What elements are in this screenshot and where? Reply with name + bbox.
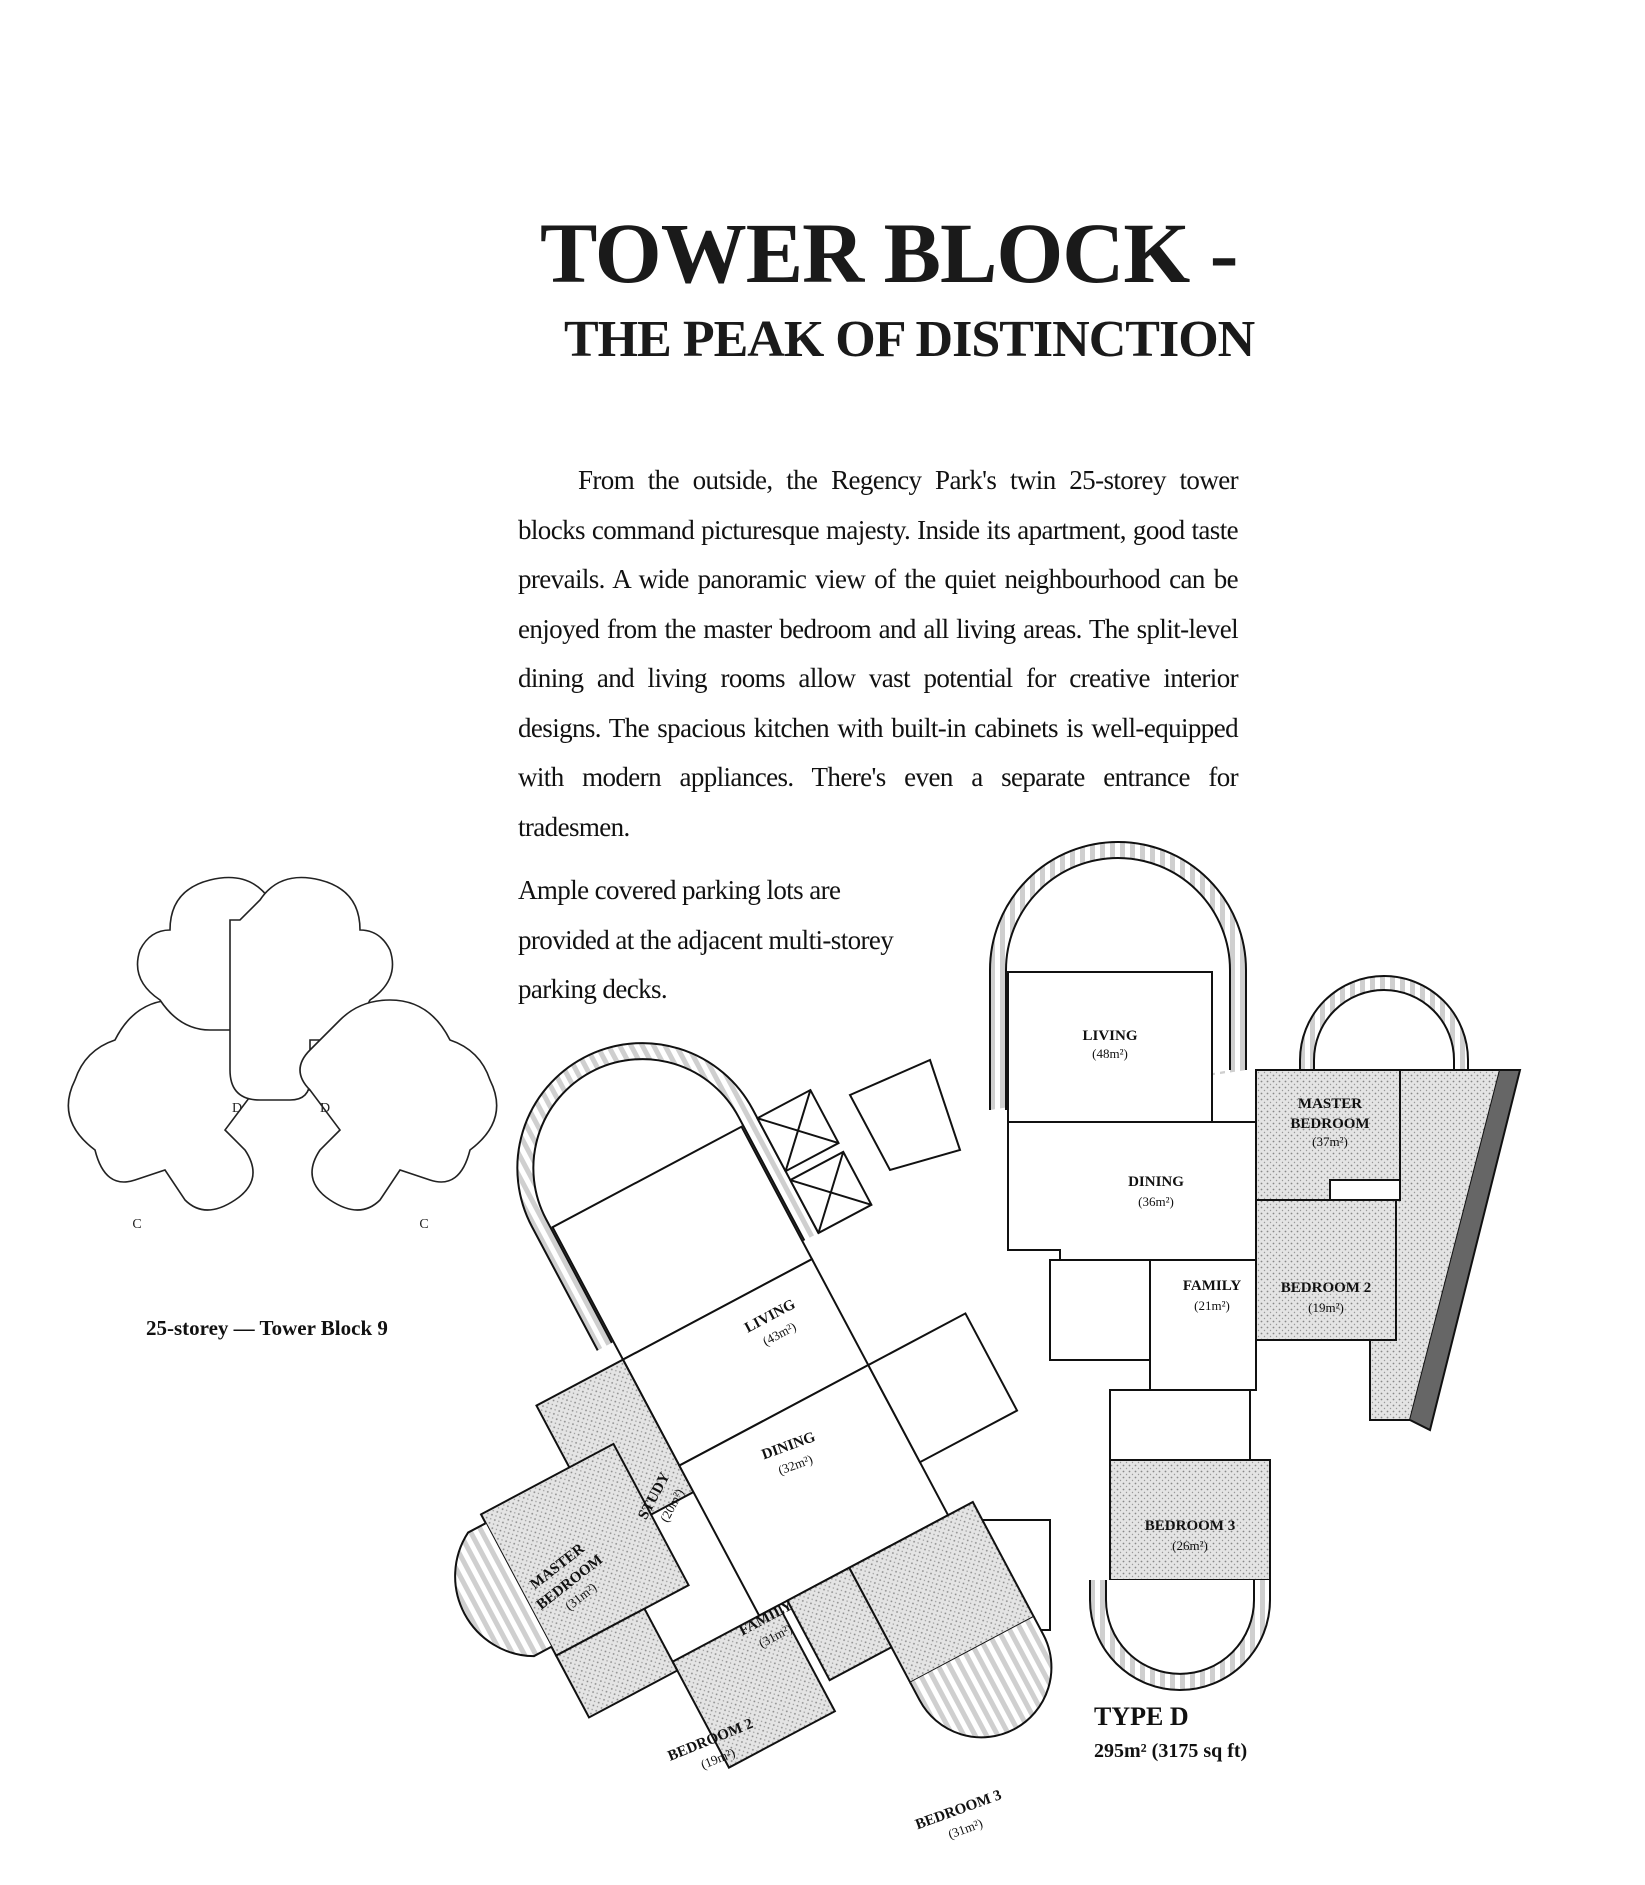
key-plan-wing-c-right xyxy=(299,999,498,1211)
label-right-master-1: MASTER xyxy=(1298,1096,1362,1112)
label-right-dining: DINING xyxy=(1128,1174,1184,1190)
area-right-living: (48m²) xyxy=(1092,1046,1128,1061)
label-right-family: FAMILY xyxy=(1183,1278,1242,1294)
left-bath-1 xyxy=(554,1607,679,1719)
right-stair-top xyxy=(848,1058,962,1172)
right-bedroom-3 xyxy=(1109,1459,1271,1581)
label-right-living: LIVING xyxy=(1082,1028,1137,1044)
area-right-master: (37m²) xyxy=(1312,1134,1348,1149)
key-plan-label-d-right: D xyxy=(320,1101,330,1116)
labels-right-unit: LIVING (48m²) MASTER BEDROOM (37m²) DINI… xyxy=(1082,1028,1371,1553)
right-dining-room xyxy=(1007,1121,1257,1261)
right-living-room xyxy=(1007,971,1213,1123)
description-text: From the outside, the Regency Park's twi… xyxy=(518,465,1239,842)
left-master-bay xyxy=(454,1522,552,1658)
left-bath-2 xyxy=(786,1566,893,1682)
unit-type-name: TYPE D xyxy=(1094,1702,1189,1731)
unit-type-area: 295m² (3175 sq ft) xyxy=(1094,1740,1248,1762)
label-right-bedroom-3: BEDROOM 3 xyxy=(1145,1518,1235,1534)
area-right-family: (21m²) xyxy=(1194,1298,1230,1313)
right-bath-bed3 xyxy=(1109,1389,1251,1461)
key-plan-caption: 25-storey — Tower Block 9 xyxy=(146,1316,388,1340)
key-plan-label-d-left: D xyxy=(232,1101,242,1116)
right-kitchen xyxy=(1049,1259,1151,1361)
title-line-1: Tower Block - xyxy=(540,205,1238,301)
title-line-2: The Peak Of Distinction xyxy=(564,311,1255,368)
key-plan xyxy=(67,876,498,1211)
key-plan-label-c-right: C xyxy=(419,1217,428,1232)
area-right-dining: (36m²) xyxy=(1138,1194,1174,1209)
label-right-master-2: BEDROOM xyxy=(1290,1116,1369,1132)
area-right-bedroom-3: (26m²) xyxy=(1172,1538,1208,1553)
left-bedroom-2 xyxy=(671,1603,837,1769)
plan-unit-left xyxy=(454,1042,1053,1769)
left-bedroom-3-bay xyxy=(909,1616,1053,1739)
page-title: Tower Block - The Peak Of Distinction xyxy=(540,210,1280,366)
description-paragraph: From the outside, the Regency Park's twi… xyxy=(518,456,1239,852)
plan-unit-right xyxy=(848,841,1522,1691)
right-bedroom-2 xyxy=(1255,1199,1397,1341)
area-right-bedroom-2: (19m²) xyxy=(1308,1300,1344,1315)
key-plan-label-c-left: C xyxy=(132,1217,141,1232)
left-kitchen xyxy=(866,1312,1019,1464)
parking-paragraph: Ample covered parking lots are provided … xyxy=(518,875,894,1004)
label-right-bedroom-2: BEDROOM 2 xyxy=(1281,1280,1371,1296)
